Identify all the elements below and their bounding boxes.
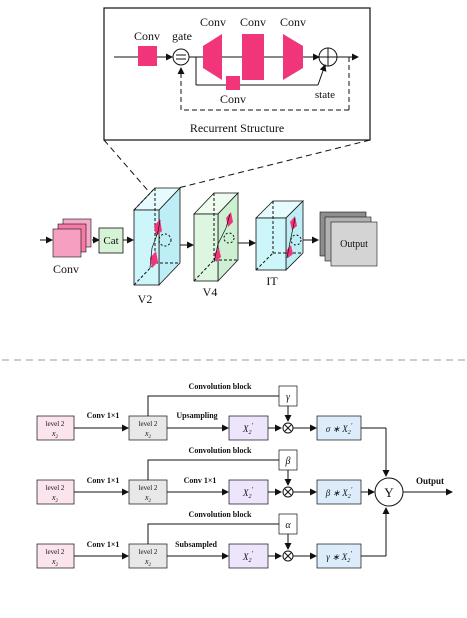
middle-conv	[242, 34, 264, 80]
conv-c-label: Conv	[280, 15, 306, 29]
gate-node	[172, 48, 190, 66]
recurrent-structure-panel: Conv gate Conv Conv Conv Conv state Recu…	[103, 7, 371, 141]
conv-under-label: Conv	[220, 92, 246, 106]
block-label: Convolution block	[189, 510, 252, 519]
zoom-line-right	[169, 139, 371, 191]
gate-label: gate	[172, 29, 192, 43]
input-conv-stack	[52, 218, 92, 258]
output-label: Output	[340, 239, 368, 250]
fusion-row-2: level 2 x2 Conv 1×1 level 2 x2 Convoluti…	[36, 446, 375, 505]
input-box	[36, 415, 75, 441]
pipeline: Conv Cat V2 V4 IT Output	[40, 187, 378, 306]
mid-box	[128, 543, 168, 569]
input-level-text: level 2	[46, 484, 65, 492]
block-label: Convolution block	[189, 446, 252, 455]
v2-block	[133, 187, 181, 286]
op-label: Subsampled	[175, 540, 217, 549]
conv-b-label: Conv	[240, 15, 266, 29]
input-var: x2	[51, 493, 59, 504]
input-conv-label: Conv	[53, 262, 79, 276]
input-var: x2	[51, 429, 59, 440]
fusion-row-1: level 2 x2 Conv 1×1 level 2 x2 Convoluti…	[36, 382, 390, 477]
input-level-text: level 2	[46, 420, 65, 428]
feature-box	[228, 415, 269, 441]
conv-label: Conv 1×1	[87, 476, 120, 485]
cat-block	[98, 227, 124, 254]
state-label: state	[315, 89, 335, 101]
scaled-text: σ ∗ X2′	[326, 422, 353, 436]
conv-label: Conv 1×1	[87, 540, 120, 549]
recurrent-title: Recurrent Structure	[190, 121, 284, 135]
v4-label: V4	[203, 285, 218, 299]
mid-box	[128, 479, 168, 505]
small-conv-block	[138, 46, 157, 66]
block-label: Convolution block	[189, 382, 252, 391]
feature-box	[228, 479, 269, 505]
small-conv-label: Conv	[134, 29, 160, 43]
input-var: x2	[51, 557, 59, 568]
input-level-text: level 2	[46, 548, 65, 556]
conv-label: Conv 1×1	[87, 411, 120, 420]
scaled-text: γ ∗ X2′	[326, 550, 352, 564]
mid-var: x2	[144, 557, 152, 568]
fusion-row-3: level 2 x2 Conv 1×1 level 2 x2 Convoluti…	[36, 507, 390, 569]
it-label: IT	[266, 274, 278, 288]
mid-level-text: level 2	[139, 420, 158, 428]
scaled-box	[316, 543, 362, 569]
output-stack	[319, 211, 378, 267]
v2-label: V2	[138, 292, 153, 306]
scaled-box	[316, 479, 362, 505]
feature-var: X2′	[242, 422, 254, 436]
zoom-line-left	[103, 139, 151, 194]
input-box	[36, 543, 75, 569]
weight-symbol: γ	[286, 392, 291, 403]
op-label: Conv 1×1	[184, 476, 217, 485]
scaled-text: β ∗ X2′	[325, 486, 353, 500]
encoder-conv	[203, 34, 222, 80]
mid-var: x2	[144, 429, 152, 440]
feature-box	[228, 543, 269, 569]
fusion-output-label: Output	[416, 476, 444, 486]
weight-symbol: α	[285, 520, 291, 531]
input-box	[36, 479, 75, 505]
it-block	[255, 200, 304, 271]
cat-label: Cat	[103, 235, 118, 247]
mid-level-text: level 2	[139, 484, 158, 492]
skip-conv	[226, 76, 240, 90]
multiscale-fusion: level 2 x2 Conv 1×1 level 2 x2 Convoluti…	[36, 382, 453, 569]
op-label: Upsampling	[176, 411, 217, 420]
decoder-conv	[283, 34, 303, 80]
mid-var: x2	[144, 493, 152, 504]
scaled-box	[316, 415, 362, 441]
feature-var: X2′	[242, 486, 254, 500]
fusion-sum-symbol: Y	[384, 485, 394, 500]
conv-a-label: Conv	[200, 15, 226, 29]
feature-var: X2′	[242, 550, 254, 564]
weight-symbol: β	[285, 456, 291, 467]
v4-block	[193, 192, 239, 282]
mid-level-text: level 2	[139, 548, 158, 556]
